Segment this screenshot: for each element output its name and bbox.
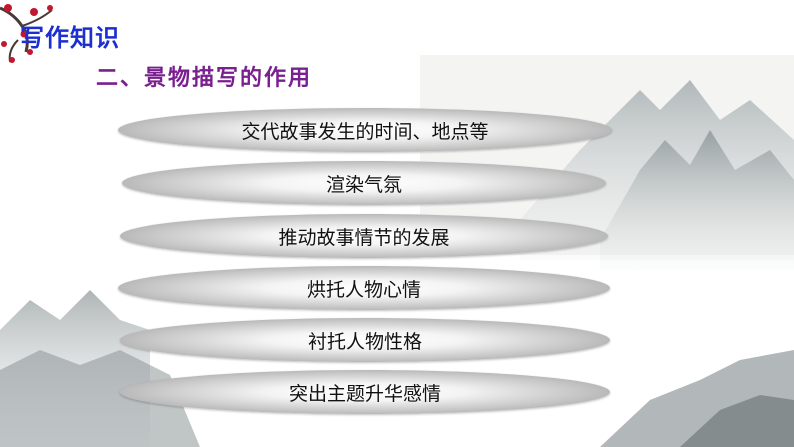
list-item: 推动故事情节的发展 (120, 214, 608, 258)
topic-title: 写作知识 (20, 24, 120, 52)
list-item-label: 突出主题升华感情 (288, 382, 441, 405)
list-item-label: 交代故事发生的时间、地点等 (241, 120, 489, 143)
list-item: 衬托人物性格 (120, 318, 610, 362)
list-item-label: 衬托人物性格 (307, 330, 422, 353)
list-item: 烘托人物心情 (118, 266, 610, 310)
list-item: 突出主题升华感情 (120, 370, 610, 414)
list-item-label: 烘托人物心情 (306, 278, 421, 301)
list-item: 渲染气氛 (122, 161, 606, 205)
section-heading: 二、景物描写的作用 (96, 65, 313, 91)
list-item-label: 渲染气氛 (325, 173, 402, 196)
list-item: 交代故事发生的时间、地点等 (118, 108, 612, 152)
plum-blossom-icon (1, 4, 53, 63)
list-item-label: 推动故事情节的发展 (278, 226, 450, 249)
